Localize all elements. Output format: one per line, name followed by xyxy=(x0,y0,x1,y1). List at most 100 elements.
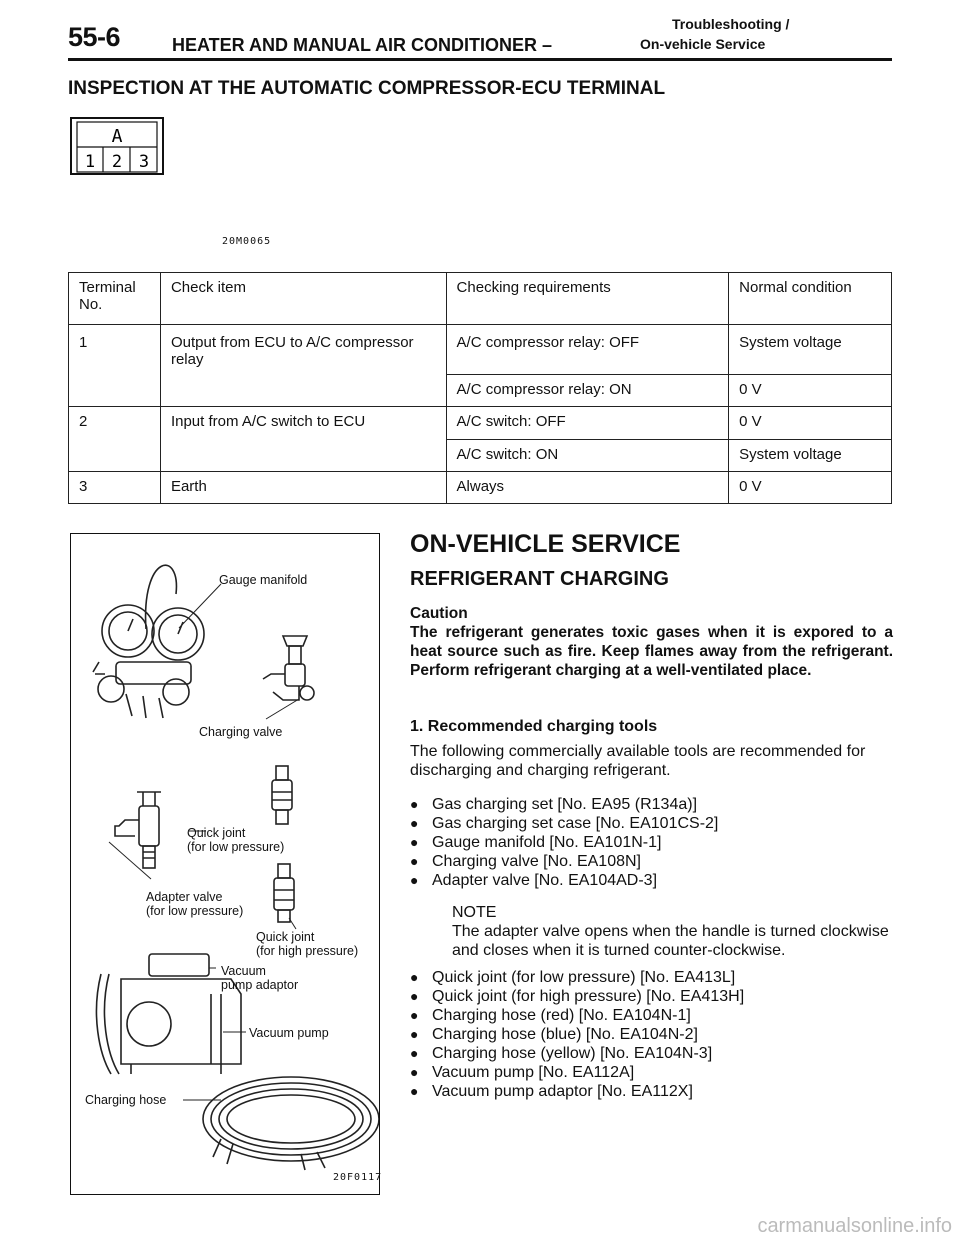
note-block: NOTE The adapter valve opens when the ha… xyxy=(452,903,892,960)
service-heading: ON-VEHICLE SERVICE xyxy=(410,530,681,558)
label-line: Adapter valve xyxy=(146,890,223,904)
table-cell xyxy=(68,439,161,472)
table-row: 1 Output from ECU to A/C compressor rela… xyxy=(68,324,892,375)
table-cell: A/C switch: OFF xyxy=(445,405,730,440)
header-rule xyxy=(68,58,892,61)
label-line: (for low pressure) xyxy=(187,840,285,854)
caution-block: Caution The refrigerant generates toxic … xyxy=(410,604,893,680)
connector-figure-code: 20M0065 xyxy=(222,236,272,247)
label-charging-hose: Charging hose xyxy=(85,1093,167,1107)
bullet-icon: ● xyxy=(410,834,419,850)
vacuum-pump-drawing xyxy=(95,953,242,1075)
label-quick-joint-high: Quick joint (for high pressure) xyxy=(256,930,358,958)
table-cell: System voltage xyxy=(728,438,892,472)
list-item: ● Charging valve [No. EA108N] xyxy=(410,852,893,871)
table-row: A/C switch: ON System voltage xyxy=(68,438,892,472)
table-cell: 1 xyxy=(68,324,161,374)
table-header-cell: Terminal No. xyxy=(68,272,161,325)
list-item: ● Quick joint (for high pressure) [No. EA… xyxy=(410,987,893,1006)
quick-joint-high-drawing xyxy=(273,863,295,923)
table-cell: 0 V xyxy=(728,373,892,407)
charging-tools-illustration xyxy=(92,564,379,1171)
bullet-icon: ● xyxy=(410,969,419,985)
table-cell: Output from ECU to A/C compressor relay xyxy=(159,324,447,374)
step-text: The following commercially available too… xyxy=(410,743,866,779)
table-cell: Earth xyxy=(159,470,447,504)
list-item: ●Charging hose (blue) [No. EA104N-2] xyxy=(410,1025,893,1044)
list-item-text: Charging hose (yellow) [No. EA104N-3] xyxy=(432,1045,713,1062)
table-row: 3 Earth Always 0 V xyxy=(68,470,892,504)
service-subheading: REFRIGERANT CHARGING xyxy=(410,568,669,590)
label-quick-joint-low: Quick joint (for low pressure) xyxy=(187,826,284,854)
list-item: ● Gas charging set [No. EA95 (R134a)] xyxy=(410,795,893,814)
list-item-text: Vacuum pump adaptor [No. EA112X] xyxy=(432,1083,693,1100)
page-subtitle-line2: On-vehicle Service xyxy=(640,36,766,52)
list-item-text: Quick joint (for high pressure) [No. EA4… xyxy=(432,988,745,1005)
table-cell: A/C compressor relay: OFF xyxy=(445,324,730,375)
list-item: ● Charging hose (yellow) [No. EA104N-3] xyxy=(410,1044,893,1063)
note-title: NOTE xyxy=(452,904,497,921)
table-cell: A/C switch: ON xyxy=(445,438,730,472)
list-item-text: Charging valve [No. EA108N] xyxy=(432,853,641,870)
table-cell: System voltage xyxy=(728,324,892,375)
quick-joint-low-drawing xyxy=(271,765,293,825)
step-title: 1. Recommended charging tools xyxy=(410,718,658,735)
label-line: Vacuum xyxy=(221,964,266,978)
label-charging-valve: Charging valve xyxy=(199,725,283,739)
label-line: pump adaptor xyxy=(221,978,299,992)
label-adapter-valve: Adapter valve (for low pressure) xyxy=(146,890,243,918)
charging-valve-drawing xyxy=(262,635,315,701)
table-cell: Always xyxy=(445,470,730,504)
list-item: ● Gauge manifold [No. EA101N-1] xyxy=(410,833,893,852)
bullet-icon: ● xyxy=(410,815,419,831)
bullet-icon: ● xyxy=(410,872,419,888)
label-gauge-manifold: Gauge manifold xyxy=(219,573,308,587)
table-cell xyxy=(68,374,161,407)
caution-title: Caution xyxy=(410,605,468,622)
label-vacuum-pump-adaptor: Vacuum pump adaptor xyxy=(221,964,298,992)
table-cell: Input from A/C switch to ECU xyxy=(159,405,447,439)
bullet-icon: ● xyxy=(410,1026,419,1042)
tool-list-b: ● Quick joint (for low pressure) [No. EA4… xyxy=(410,968,893,1101)
bullet-icon: ● xyxy=(410,988,419,1004)
table-cell xyxy=(159,439,447,472)
list-item-text: Gas charging set [No. EA95 (R134a)] xyxy=(432,796,698,813)
list-item-text: Gas charging set case [No. EA101CS-2] xyxy=(432,815,719,832)
caution-text: The refrigerant generates toxic gases wh… xyxy=(410,624,893,679)
table-row: A/C compressor relay: ON 0 V xyxy=(68,373,892,407)
page-subtitle-line1: Troubleshooting / xyxy=(672,16,790,32)
note-text: The adapter valve opens when the handle … xyxy=(452,923,889,959)
terminal-check-table: Terminal No. Check item Checking require… xyxy=(68,272,892,504)
table-cell: 0 V xyxy=(728,470,892,504)
list-item-text: Gauge manifold [No. EA101N-1] xyxy=(432,834,662,851)
gauge-manifold-drawing xyxy=(92,564,205,719)
table-cell: A/C compressor relay: ON xyxy=(445,373,730,407)
bullet-icon: ● xyxy=(410,796,419,812)
table-cell xyxy=(159,374,447,407)
charging-hose-drawing xyxy=(202,1076,379,1171)
list-item: ● Vacuum pump [No. EA112A] xyxy=(410,1063,893,1082)
bullet-icon: ● xyxy=(410,1045,419,1061)
adapter-valve-drawing xyxy=(114,791,161,869)
list-item: ● Adapter valve [No. EA104AD-3] xyxy=(410,871,893,890)
list-item-text: Quick joint (for low pressure) [No. EA41… xyxy=(432,969,736,986)
connector-pin: 2 xyxy=(112,152,122,172)
table-header-cell: Checking requirements xyxy=(445,272,730,325)
label-line: (for high pressure) xyxy=(256,944,359,958)
bullet-icon: ● xyxy=(410,1064,419,1080)
bullet-icon: ● xyxy=(410,1083,419,1099)
bullet-icon: ● xyxy=(410,853,419,869)
list-item: ● Vacuum pump adaptor [No. EA112X] xyxy=(410,1082,893,1101)
table-header-cell: Normal condition xyxy=(728,272,892,325)
label-vacuum-pump: Vacuum pump xyxy=(249,1026,329,1040)
watermark: carmanualsonline.info xyxy=(757,1215,952,1237)
list-item-text: Adapter valve [No. EA104AD-3] xyxy=(432,872,658,889)
table-header-cell: Check item xyxy=(159,272,447,325)
label-line: (for low pressure) xyxy=(146,904,244,918)
section-title: INSPECTION AT THE AUTOMATIC COMPRESSOR-E… xyxy=(68,78,666,99)
list-item-text: Vacuum pump [No. EA112A] xyxy=(432,1064,635,1081)
connector-pin: 1 xyxy=(85,152,95,172)
connector-pin: 3 xyxy=(139,152,149,172)
list-item: ●Charging hose (red) [No. EA104N-1] xyxy=(410,1006,893,1025)
list-item: ● Quick joint (for low pressure) [No. EA4… xyxy=(410,968,893,987)
